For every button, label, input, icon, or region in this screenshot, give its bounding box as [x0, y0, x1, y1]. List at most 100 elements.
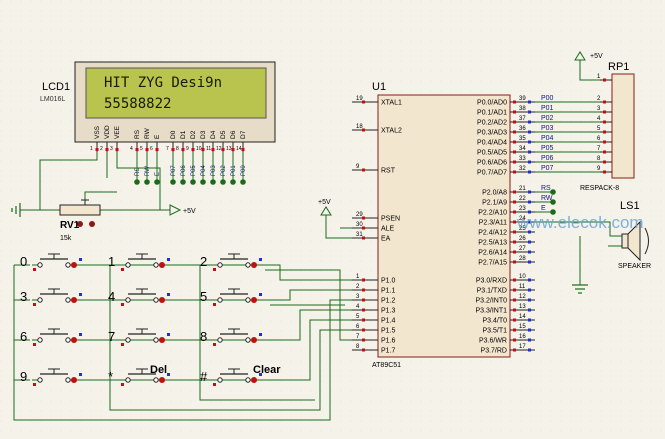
mcu-pin-marker: [513, 150, 516, 154]
key-state: [33, 303, 36, 306]
mcu-pin-name: P3.5/T1: [482, 328, 507, 335]
mcu-left-pin-group: 19XTAL118XTAL29RST29PSEN30ALE31EA1P1.02P…: [352, 96, 402, 355]
mcu-pin-number: 16: [519, 334, 526, 340]
key-state: [79, 258, 82, 261]
key-indicator: [159, 262, 165, 268]
key-contact: [125, 337, 131, 343]
lcd-screen: [85, 67, 267, 119]
mcu-u1[interactable]: U1 AT89C51 19XTAL118XTAL29RST29PSEN30ALE…: [352, 81, 556, 369]
mcu-pin-number: 8: [356, 344, 360, 350]
lcd-pin-marker: [211, 148, 215, 151]
mcu-pin-number: 7: [356, 334, 360, 340]
rp-supply: +5V: [574, 51, 603, 61]
mcu-pin-name: P2.4/A12: [478, 230, 507, 237]
keypad-key-6[interactable]: 6: [20, 328, 82, 346]
key-contact: [125, 262, 131, 268]
speaker-ref-label: LS1: [620, 200, 640, 212]
key-state: [121, 383, 124, 386]
mcu-pin-number: 2: [356, 284, 360, 290]
mcu-pin-name: P1.7: [381, 348, 396, 355]
keypad-key-2[interactable]: 2: [200, 253, 262, 271]
mcu-pin-state: [528, 260, 531, 264]
keypad-key-5[interactable]: 5: [200, 288, 262, 306]
mcu-pin-name: P3.6/WR: [479, 338, 507, 345]
mcu-pin-marker: [513, 338, 516, 342]
lcd-pin-number: 1: [90, 146, 93, 152]
mcu-net-label: P05: [541, 145, 554, 152]
keypad-key-0[interactable]: 0: [20, 253, 82, 271]
mcu-pin-state: [528, 200, 531, 204]
lcd-pin-name: VSS: [94, 125, 101, 139]
keypad-key-label: 9: [20, 369, 27, 384]
lcd-pin-name: D7: [240, 130, 247, 139]
mcu-net-label: P00: [541, 95, 554, 102]
key-contact: [245, 262, 251, 268]
key-state: [259, 373, 262, 376]
junction-dot: [550, 209, 556, 215]
lcd-pin-number: 4: [130, 146, 133, 152]
mcu-pin-number: 5: [356, 314, 360, 320]
mcu-pin-name: P0.7/AD7: [477, 170, 507, 177]
mcu-pin-marker: [513, 120, 516, 124]
lcd-pin-marker: [231, 148, 235, 151]
mcu-pin-marker: [513, 278, 516, 282]
mcu-pin-name: P0.1/AD1: [477, 110, 507, 117]
keypad-key-label: 5: [200, 289, 207, 304]
lcd-net-label: RS: [135, 168, 141, 176]
mcu-pin-name: P0.0/AD0: [477, 100, 507, 107]
mcu-pin-name: P0.5/AD5: [477, 150, 507, 157]
rp-pin-number: 8: [597, 156, 601, 162]
key-indicator: [71, 377, 77, 383]
mcu-pin-name: P2.1/A9: [482, 200, 507, 207]
key-state: [259, 333, 262, 336]
clear-label: Clear: [253, 364, 281, 376]
keypad-key-3[interactable]: 3: [20, 288, 82, 306]
mcu-pin-state: [528, 308, 531, 312]
key-contact: [37, 262, 43, 268]
lcd-pin-marker: [241, 148, 245, 151]
mcu-pin-name: P3.7/RD: [481, 348, 507, 355]
mcu-pin-marker: [513, 210, 516, 214]
mcu-pin-name: P3.1/TXD: [477, 288, 507, 295]
keypad-key-9[interactable]: 9: [20, 368, 82, 386]
key-contact: [217, 297, 223, 303]
lcd-module[interactable]: LCD1 LM016L HIT ZYG Desi9n 55588822 VSS1…: [40, 61, 276, 185]
keypad-key-8[interactable]: 8: [200, 328, 262, 346]
mcu-net-label: P02: [541, 115, 554, 122]
rp-pin-number: 7: [597, 146, 601, 152]
keypad-key-#[interactable]: #: [200, 368, 262, 386]
mcu-net-label: E: [541, 205, 546, 212]
key-contact: [217, 377, 223, 383]
lcd-pin-number: 6: [150, 146, 153, 152]
mcu-pin-state: [528, 298, 531, 302]
mcu-pin-number: 25: [519, 226, 526, 232]
keypad-key-1[interactable]: 1: [108, 253, 170, 271]
rp-body: [611, 73, 635, 179]
key-indicator: [251, 337, 257, 343]
watermark: www.elecok.com: [516, 213, 644, 232]
mcu-pin-marker: [513, 328, 516, 332]
key-contact: [153, 377, 159, 383]
keypad-key-7[interactable]: 7: [108, 328, 170, 346]
mcu-pin-marker: [513, 348, 516, 352]
rp-pin-marker: [603, 78, 606, 82]
rp-pin-number: 5: [597, 126, 601, 132]
lcd-pin-marker: [201, 148, 205, 151]
lcd-pin-marker: [221, 148, 225, 151]
mcu-pin-name: P2.5/A13: [478, 240, 507, 247]
key-contact: [37, 297, 43, 303]
mcu-pin-state: [528, 110, 531, 114]
keypad-key-4[interactable]: 4: [108, 288, 170, 306]
pot-supply: +5V: [169, 204, 196, 216]
keypad-key-*[interactable]: *: [108, 368, 170, 386]
lcd-net-label: P06: [181, 165, 187, 176]
mcu-pin-state: [528, 140, 531, 144]
mcu-pin-number: 17: [519, 344, 526, 350]
mcu-pin-marker: [513, 308, 516, 312]
lcd-pin-marker: [191, 148, 195, 151]
mcu-supply-label: +5V: [318, 199, 331, 206]
potentiometer[interactable]: RV1 15k: [59, 199, 101, 242]
speaker[interactable]: LS1 SPEAKER: [618, 200, 651, 270]
